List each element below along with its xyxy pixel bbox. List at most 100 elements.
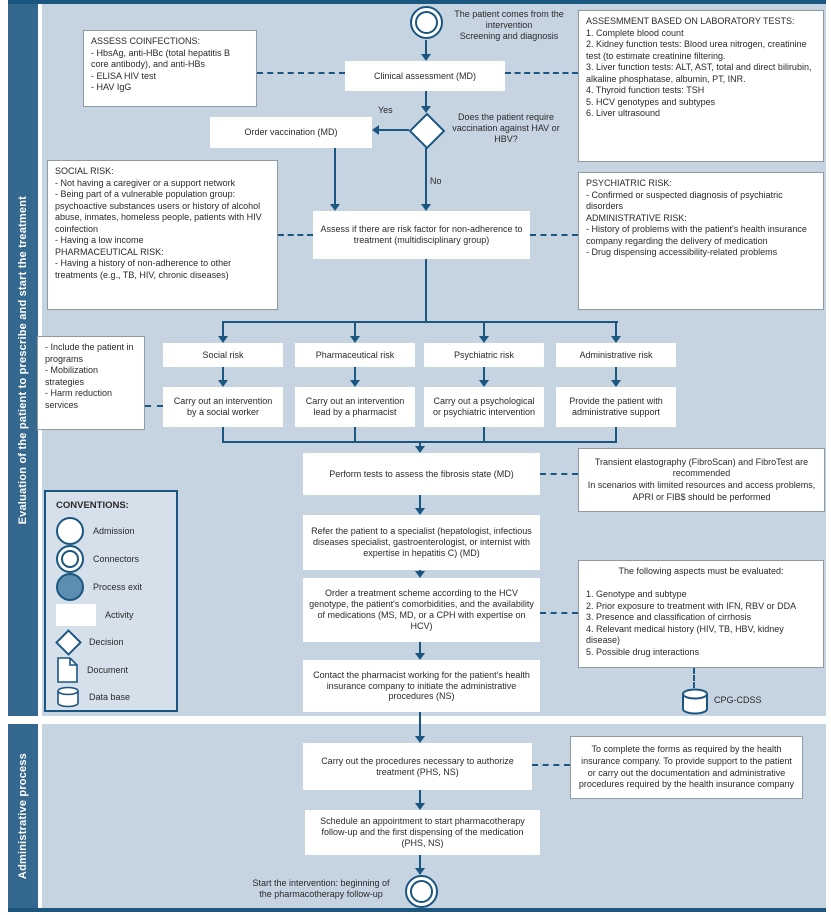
- dashed-link: [532, 764, 570, 766]
- dashed-link: [278, 234, 313, 236]
- flow-line: [354, 321, 356, 336]
- authorize-treatment-box: Carry out the procedures necessary to au…: [303, 743, 532, 790]
- flow-line: [425, 40, 427, 54]
- flow-line: [615, 321, 617, 336]
- legend-title: CONVENTIONS:: [56, 500, 129, 511]
- flow-line: [354, 367, 356, 380]
- fibroscan-note: Transient elastography (FibroScan) and F…: [578, 448, 825, 512]
- psychiatric-risk-box: Psychiatric risk: [424, 343, 544, 367]
- flow-line: [615, 427, 617, 443]
- flow-line: [425, 148, 427, 204]
- administrative-section-label: Administrative process: [17, 752, 29, 880]
- assess-risk-box: Assess if there are risk factor for non-…: [313, 211, 530, 259]
- programs-note: - Include the patient in programs - Mobi…: [37, 336, 145, 430]
- social-risk-box: Social risk: [163, 343, 283, 367]
- legend-label: Connectors: [93, 554, 140, 564]
- database-icon: [57, 686, 79, 708]
- start-connector-icon: [410, 6, 443, 39]
- flow-line: [379, 129, 409, 131]
- pharmaceutical-risk-box: Pharmaceutical risk: [295, 343, 415, 367]
- flow-line: [419, 642, 421, 653]
- social-risk-note: SOCIAL RISK: - Not having a caregiver or…: [47, 160, 278, 310]
- arrow-down-icon: [415, 571, 425, 578]
- flow-line: [425, 91, 427, 106]
- arrow-down-icon: [611, 336, 621, 343]
- admission-circle-icon: [56, 517, 84, 545]
- arrow-down-icon: [350, 336, 360, 343]
- psychiatric-risk-note: PSYCHIATRIC RISK: - Confirmed or suspect…: [578, 172, 824, 310]
- legend-item-decision: Decision: [54, 628, 170, 656]
- arrow-down-icon: [415, 446, 425, 453]
- flow-line: [222, 321, 224, 336]
- flow-line: [222, 367, 224, 380]
- social-intervention-box: Carry out an intervention by a social wo…: [163, 387, 283, 427]
- arrow-down-icon: [218, 380, 228, 387]
- evaluation-section-bar: Evaluation of the patient to prescribe a…: [8, 4, 38, 716]
- legend-label: Data base: [89, 692, 131, 702]
- flow-line: [419, 790, 421, 803]
- flow-line: [419, 495, 421, 508]
- lab-tests-items: 1. Complete blood count 2. Kidney functi…: [586, 27, 812, 119]
- dashed-link: [145, 405, 163, 407]
- legend-item-activity: Activity: [56, 602, 170, 628]
- legend-item-document: Document: [56, 656, 170, 684]
- bottom-frame-line: [8, 908, 826, 912]
- arrow-down-icon: [415, 653, 425, 660]
- refer-specialist-box: Refer the patient to a specialist (hepat…: [303, 515, 540, 570]
- legend-item-connectors: Connectors: [56, 545, 170, 573]
- arrow-down-icon: [421, 204, 431, 211]
- arrow-down-icon: [415, 803, 425, 810]
- coinfections-title: ASSESS COINFECTIONS:: [91, 36, 201, 46]
- arrow-down-icon: [479, 336, 489, 343]
- administrative-support-box: Provide the patient with administrative …: [556, 387, 676, 427]
- fibrosis-tests-box: Perform tests to assess the fibrosis sta…: [303, 453, 540, 495]
- arrow-down-icon: [421, 54, 431, 61]
- treatment-scheme-box: Order a treatment scheme according to th…: [303, 578, 540, 642]
- legend-item-process-exit: Process exit: [56, 573, 170, 601]
- coinfections-note: ASSESS COINFECTIONS: - HbsAg, anti-HBc (…: [83, 30, 257, 107]
- schedule-appointment-box: Schedule an appointment to start pharmac…: [305, 810, 540, 855]
- lab-tests-title: ASSESMMENT BASED ON LABORATORY TESTS:: [586, 16, 795, 26]
- pharmacist-intervention-box: Carry out an intervention lead by a phar…: [295, 387, 415, 427]
- aspects-note: The following aspects must be evaluated:…: [578, 560, 824, 668]
- arrow-down-icon: [611, 380, 621, 387]
- flow-line: [222, 321, 618, 323]
- administrative-section-bar: Administrative process: [8, 724, 38, 908]
- legend-item-admission: Admission: [56, 517, 170, 545]
- cpg-cdss-label: CPG-CDSS: [714, 695, 762, 705]
- conventions-legend: CONVENTIONS: Admission Connectors Proces…: [44, 490, 178, 712]
- connector-icon: [56, 545, 84, 573]
- decision-icon: [54, 628, 82, 656]
- dashed-link: [505, 72, 578, 74]
- arrow-down-icon: [479, 380, 489, 387]
- flow-line: [419, 441, 421, 446]
- flow-line: [334, 148, 336, 204]
- aspects-items: 1. Genotype and subtype 2. Prior exposur…: [586, 589, 797, 657]
- no-label: No: [430, 176, 442, 186]
- legend-item-database: Data base: [56, 684, 170, 710]
- coinfections-items: - HbsAg, anti-HBc (total hepatitis B cor…: [91, 47, 231, 93]
- flow-line: [354, 427, 356, 443]
- end-connector-icon: [405, 875, 438, 908]
- flow-line: [419, 712, 421, 736]
- database-icon: [682, 688, 708, 715]
- process-exit-icon: [56, 573, 84, 601]
- arrow-down-icon: [421, 106, 431, 113]
- legend-label: Decision: [89, 637, 124, 647]
- arrow-down-icon: [415, 736, 425, 743]
- activity-icon: [56, 604, 96, 626]
- dashed-link: [540, 473, 578, 475]
- decision-question: Does the patient require vaccination aga…: [452, 112, 560, 144]
- flow-line: [483, 367, 485, 380]
- legend-label: Activity: [105, 610, 134, 620]
- document-icon: [57, 657, 78, 683]
- flow-line: [483, 321, 485, 336]
- evaluation-section-label: Evaluation of the patient to prescribe a…: [17, 195, 29, 525]
- flow-line: [419, 855, 421, 868]
- decision-icon-wrap: [54, 628, 82, 656]
- aspects-title: The following aspects must be evaluated:: [618, 566, 784, 576]
- arrow-down-icon: [330, 204, 340, 211]
- clinical-assessment-box: Clinical assessment (MD): [345, 61, 505, 91]
- start-label: The patient comes from the intervention …: [454, 9, 564, 41]
